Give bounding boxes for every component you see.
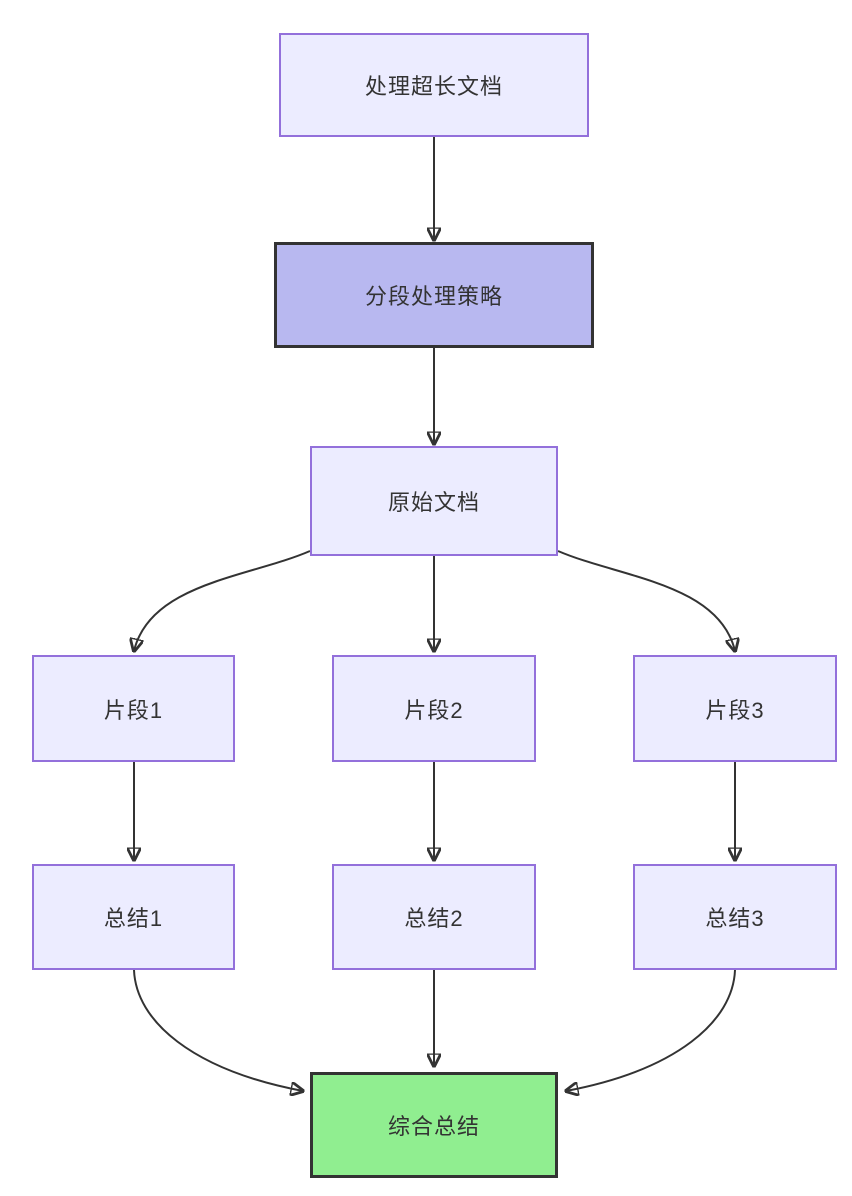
node-segmentation-strategy: 分段处理策略 xyxy=(274,242,594,348)
node-label: 分段处理策略 xyxy=(364,284,503,309)
node-summary-2: 总结2 xyxy=(332,864,536,970)
node-label: 片段2 xyxy=(404,697,464,723)
node-fragment-2: 片段2 xyxy=(332,655,536,762)
node-label: 片段3 xyxy=(705,697,765,723)
node-combined-summary: 综合总结 xyxy=(310,1072,558,1178)
node-summary-1: 总结1 xyxy=(32,864,235,970)
node-fragment-3: 片段3 xyxy=(633,655,837,762)
node-label: 总结2 xyxy=(404,906,464,931)
edge-e1-f xyxy=(133,969,303,1091)
node-fragment-1: 片段1 xyxy=(32,655,235,762)
node-label: 处理超长文档 xyxy=(364,74,503,99)
edge-c-d1 xyxy=(134,550,311,651)
node-label: 综合总结 xyxy=(387,1114,480,1139)
node-label: 总结3 xyxy=(705,906,765,931)
edge-c-d3 xyxy=(557,550,735,651)
node-label: 总结1 xyxy=(103,906,164,931)
node-original-document: 原始文档 xyxy=(310,446,558,556)
edge-e3-f xyxy=(566,969,736,1091)
node-label: 片段1 xyxy=(103,697,164,723)
node-summary-3: 总结3 xyxy=(633,864,837,970)
node-label: 原始文档 xyxy=(387,490,480,515)
node-handle-long-document: 处理超长文档 xyxy=(279,33,589,137)
